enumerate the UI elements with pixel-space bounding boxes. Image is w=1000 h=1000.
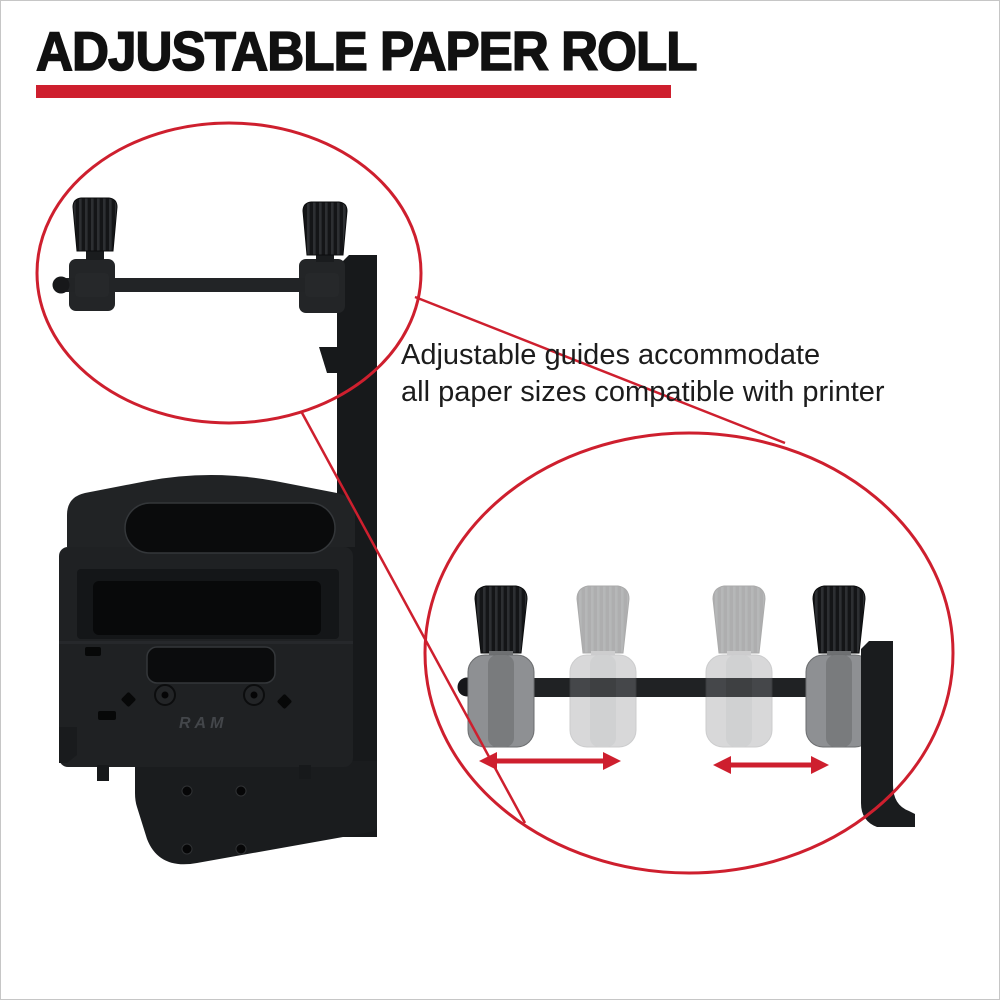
mounting-plate-holes	[181, 785, 247, 855]
page-title: ADJUSTABLE PAPER ROLL	[35, 19, 698, 83]
screw-bosses	[154, 684, 265, 706]
rail-step	[319, 347, 337, 373]
handle-slot-edge	[124, 502, 336, 554]
right-knob-stem	[316, 253, 334, 262]
zoom-detail-view	[457, 585, 915, 827]
annotation-line-1: Adjustable guides accommodate	[401, 339, 821, 371]
paper-guide-ghost-position-2	[705, 585, 773, 748]
spindle-rod	[59, 278, 335, 292]
large-opening	[93, 581, 321, 635]
paper-guide-left-solid	[467, 585, 535, 748]
handle-slot-cutout	[125, 503, 335, 553]
adjustment-arrow-right	[713, 756, 829, 774]
paper-roll-spindle	[52, 197, 348, 313]
paper-guide-ghost-position-1	[569, 585, 637, 748]
bottom-mounting-plate	[135, 761, 377, 865]
callout-circle-detail	[423, 431, 955, 875]
small-cutouts	[85, 647, 292, 720]
adjustment-arrow-left	[479, 752, 621, 770]
brand-logo-text: RAM	[179, 715, 227, 732]
printer-bracket: RAM	[52, 197, 377, 865]
left-knurled-knob	[72, 197, 118, 252]
rounded-slot	[146, 646, 276, 684]
callout-leader-line-top	[414, 295, 786, 445]
detail-end-bracket	[861, 641, 915, 827]
callout-circle-spindle	[35, 121, 423, 425]
rod-end-cap	[52, 276, 70, 294]
right-knurled-knob	[302, 201, 348, 256]
bottom-tab-right	[299, 765, 311, 779]
left-hook	[59, 727, 77, 763]
callout-leader-line-bottom	[299, 410, 527, 824]
right-clamp-jaw	[305, 273, 339, 297]
bottom-tab-left	[97, 765, 109, 781]
title-underline-bar	[36, 85, 671, 98]
body-ledge-line	[59, 641, 353, 644]
left-clamp-jaw	[75, 273, 109, 297]
annotation-text: Adjustable guides accommodate all paper …	[401, 337, 885, 411]
left-knob-stem	[86, 249, 104, 260]
callout-overlay	[35, 121, 955, 875]
annotation-line-2: all paper sizes compatible with printer	[401, 376, 885, 408]
